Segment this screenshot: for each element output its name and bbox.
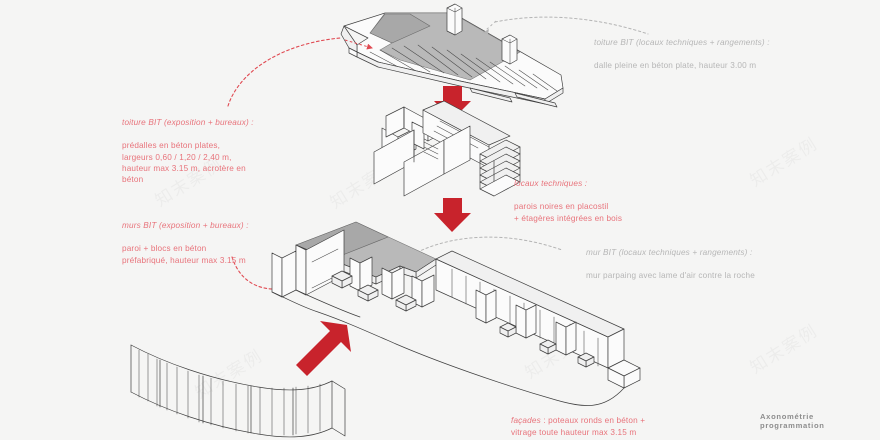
roof-layer [340,3,564,108]
annotation-locaux-techniques-header: locaux techniques : [514,179,588,189]
technical-rooms-layer [373,100,521,197]
annotation-mur-bit-technique-body: mur parpaing avec lame d'air contre la r… [586,271,755,281]
leader-gray-wall [407,236,563,258]
facade-layer [130,344,346,438]
annotation-locaux-techniques: locaux techniques : parois noires en pla… [514,167,694,224]
arrow-facade-up-right [296,321,351,376]
annotation-facades-body: : poteaux ronds en béton + vitrage toute… [511,416,646,437]
annotation-facades: façades : poteaux ronds en béton + vitra… [511,404,741,438]
annotation-murs-bit-body: paroi + blocs en béton préfabriqué, haut… [122,244,246,265]
arrow-roof-down [434,86,471,120]
annotation-mur-bit-technique-header: mur BIT (locaux techniques + rangements)… [586,248,753,258]
leader-red-roof [227,37,341,107]
annotation-locaux-techniques-body: parois noires en placostil + étagères in… [514,202,623,223]
walls-layer [271,221,641,406]
arrow-tech-down [434,198,471,232]
annotation-mur-bit-technique: mur BIT (locaux techniques + rangements)… [586,236,796,282]
figure-caption: Axonométrie programmation [760,412,825,430]
annotation-roof-exposition-header: toiture BIT (exposition + bureaux) : [122,118,254,128]
leader-gray-roof-arrowhead [482,29,489,34]
annotation-roof-technique: toiture BIT (locaux techniques + rangeme… [594,26,804,72]
annotation-facades-header: façades [511,416,541,426]
annotation-murs-bit-header: murs BIT (exposition + bureaux) : [122,221,249,231]
annotation-roof-exposition: toiture BIT (exposition + bureaux) : pré… [122,106,272,186]
leader-gray-roof-tip [485,20,497,31]
annotation-roof-technique-body: dalle pleine en béton plate, hauteur 3.0… [594,61,757,71]
annotation-murs-bit: murs BIT (exposition + bureaux) : paroi … [122,209,274,266]
annotation-roof-technique-header: toiture BIT (locaux techniques + rangeme… [594,38,770,48]
leader-gray-roof [494,16,649,35]
annotation-roof-exposition-body: prédalles en béton plates, largeurs 0,60… [122,141,246,185]
